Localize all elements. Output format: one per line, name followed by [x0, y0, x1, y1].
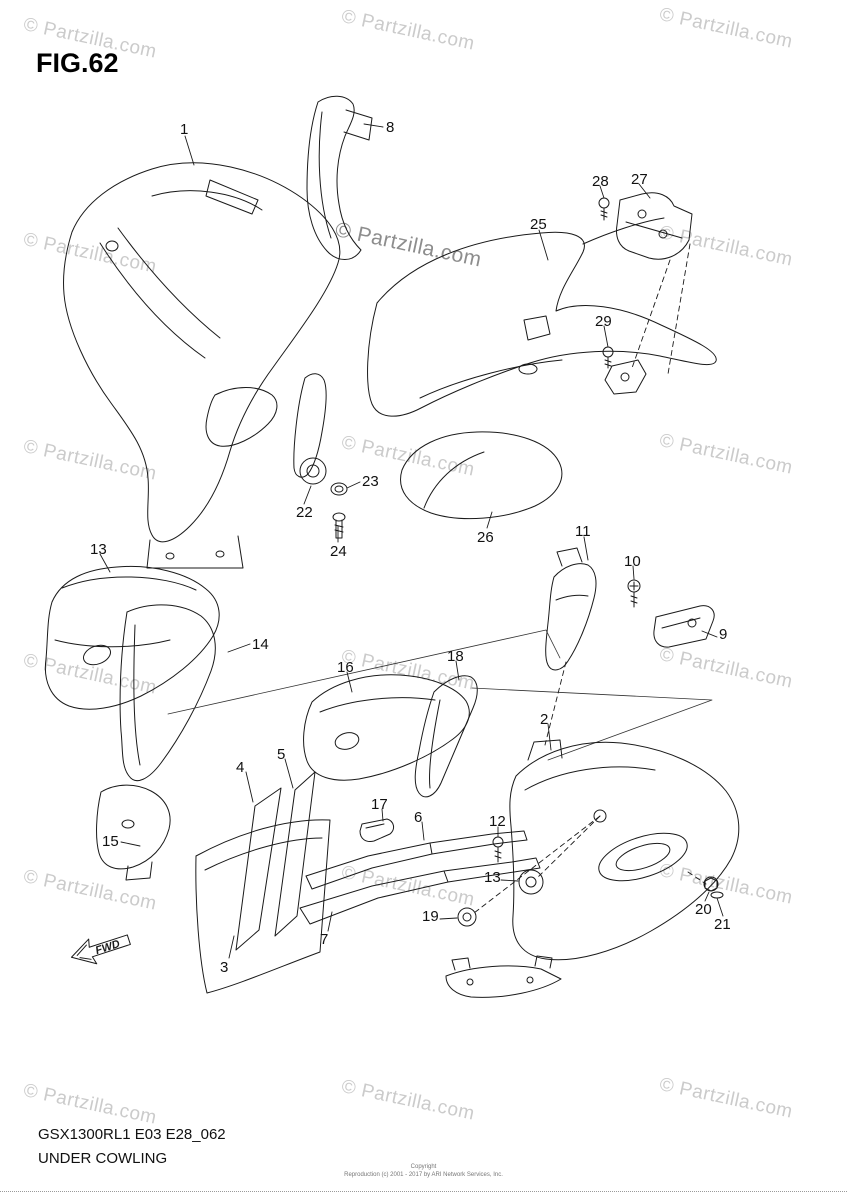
part-8-bracket [306, 95, 373, 260]
part-23-washer [330, 482, 348, 496]
callout-part-17: 17 [371, 796, 388, 813]
part-26-panel [400, 431, 563, 520]
figure-label: FIG.62 [36, 48, 119, 78]
callout-part-11: 11 [575, 523, 591, 540]
assembly-dashed-lines-lower [473, 661, 707, 914]
part-29-screw-bracket [602, 346, 647, 395]
callout-part-23: 23 [362, 473, 379, 490]
callout-part-28: 28 [592, 173, 609, 190]
callout-part-6: 6 [414, 809, 423, 826]
part-27-bracket [616, 192, 693, 260]
callout-part-4: 4 [236, 759, 245, 776]
part-25-inner-cowling [367, 217, 717, 417]
fwd-arrow: FWD [70, 934, 131, 965]
part-24-screw [332, 512, 346, 539]
callout-part-27: 27 [631, 171, 648, 188]
callout-part-22: 22 [296, 504, 313, 521]
footer-model-code: GSX1300RL1 E03 E28_062 [38, 1126, 226, 1143]
part-16-panel [303, 674, 470, 781]
callout-part-24: 24 [330, 543, 347, 560]
callout-part-3: 3 [220, 959, 229, 976]
callout-part-5: 5 [277, 746, 286, 763]
callout-part-8: 8 [386, 119, 395, 136]
part-14-panel [119, 604, 216, 781]
callout-part-13: 13 [90, 541, 107, 558]
part-5-sheet [274, 771, 316, 937]
leader-lines [99, 123, 724, 959]
footer-figure-title: UNDER COWLING [38, 1150, 168, 1167]
callout-part-26: 26 [477, 529, 494, 546]
callout-part-19: 19 [422, 908, 439, 925]
part-13b-grommet [518, 869, 544, 895]
part-6-strip [305, 830, 528, 890]
part-9-bracket [653, 605, 715, 648]
fwd-arrow-label: FWD [94, 938, 122, 957]
callout-part-9: 9 [719, 626, 728, 643]
part-12-screw [492, 836, 504, 863]
part-2-lower-cowling [445, 739, 740, 998]
callout-part-16: 16 [337, 659, 354, 676]
callout-part-10: 10 [624, 553, 641, 570]
callout-part-20: 20 [695, 901, 712, 918]
callout-part-2: 2 [540, 711, 549, 728]
part-22-grommet [299, 457, 327, 485]
callout-part-12: 12 [489, 813, 506, 830]
part-3-sheet [195, 819, 331, 994]
assembly-dashed-lines-upper [631, 243, 691, 375]
part-7-strip [299, 857, 541, 925]
callout-part-15: 15 [102, 833, 119, 850]
callout-part-14: 14 [252, 636, 269, 653]
copyright-line-2: Reproduction (c) 2001 - 2017 by ARI Netw… [344, 1172, 503, 1178]
callout-part-7: 7 [320, 931, 329, 948]
part-4-sheet [235, 787, 282, 951]
part-28-screw [598, 197, 610, 221]
part-1-upper-cowling [63, 162, 341, 569]
part-19-grommet [457, 907, 477, 927]
part-15-panel [96, 784, 171, 881]
copyright-line-1: Copyright [410, 1164, 437, 1170]
part-11-bracket [545, 547, 597, 671]
part-10-screw [627, 579, 641, 608]
part-18-strip [414, 675, 478, 798]
part-13-left-panel [44, 565, 220, 710]
callout-part-13b: 13 [484, 869, 501, 886]
bottom-dotted-line [0, 1191, 847, 1192]
callout-part-18: 18 [447, 648, 464, 665]
large-panel-edges [167, 629, 713, 761]
callout-part-25: 25 [530, 216, 547, 233]
part-17-clip [359, 818, 395, 842]
callout-part-1: 1 [180, 121, 189, 138]
bolt-20-21 [703, 876, 724, 899]
callout-part-21: 21 [714, 916, 731, 933]
callout-part-29: 29 [595, 313, 612, 330]
